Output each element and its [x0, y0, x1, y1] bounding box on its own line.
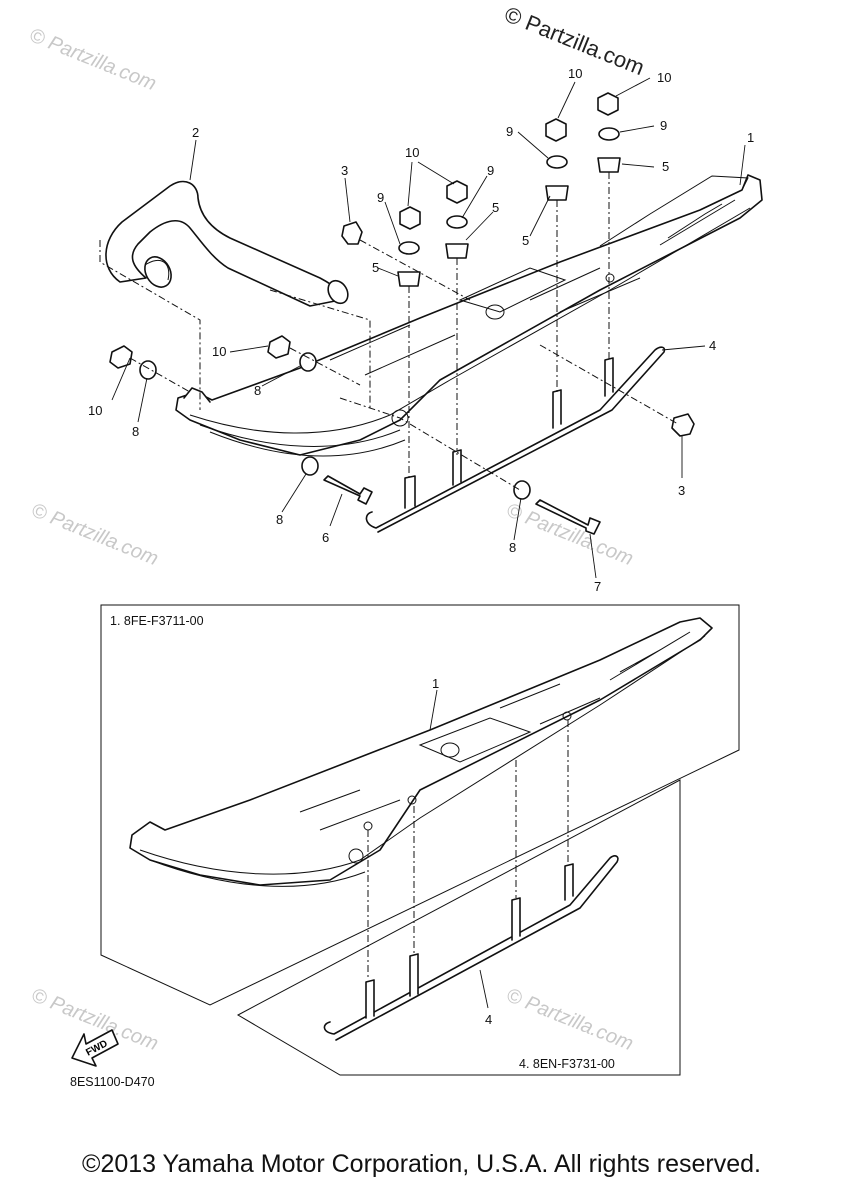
fwd-arrow-icon: FWD: [71, 1029, 119, 1067]
center-lines: [99, 172, 679, 491]
callout-4: 4: [485, 1012, 492, 1027]
callout-5: 5: [372, 260, 379, 275]
callout-4: 4: [709, 338, 716, 353]
watermark-text: © Partzilla.com: [503, 984, 636, 1055]
watermark-text: © Partzilla.com: [26, 24, 159, 95]
watermarks: © Partzilla.com © Partzilla.com © Partzi…: [26, 24, 636, 1055]
exploded-view: 2 1 3 3 4 10 10 10 10 10 5 5 5 5 9 9 9 9…: [88, 66, 763, 594]
callout-5: 5: [492, 200, 499, 215]
inset-ski-label: 1. 8FE-F3711-00: [110, 614, 204, 628]
bolt: [535, 499, 601, 535]
callout-9: 9: [487, 163, 494, 178]
callout-1: 1: [747, 130, 754, 145]
ski-body: [175, 174, 763, 457]
runner-inset-frame: [236, 779, 681, 1076]
callout-3: 3: [341, 163, 348, 178]
leader-line: [429, 689, 438, 731]
callout-10: 10: [88, 403, 102, 418]
callout-10: 10: [405, 145, 419, 160]
copyright-footer: ©2013 Yamaha Motor Corporation, U.S.A. A…: [82, 1150, 761, 1178]
leader-line: [479, 969, 489, 1009]
bolt: [323, 475, 373, 505]
inset-runner-label: 4. 8EN-F3731-00: [519, 1057, 615, 1071]
callout-8: 8: [509, 540, 516, 555]
callout-6: 6: [322, 530, 329, 545]
callout-7: 7: [594, 579, 601, 594]
ski-handle: [105, 180, 349, 307]
diagram-code: 8ES1100-D470: [70, 1075, 155, 1089]
bushing: [341, 221, 695, 437]
washer: [398, 127, 620, 255]
callout-9: 9: [377, 190, 384, 205]
callout-8: 8: [132, 424, 139, 439]
callout-5: 5: [662, 159, 669, 174]
callout-8: 8: [276, 512, 283, 527]
watermark-text: © Partzilla.com: [28, 499, 161, 570]
leader-lines: [111, 77, 746, 579]
callout-2: 2: [192, 125, 199, 140]
callout-3: 3: [678, 483, 685, 498]
callout-10: 10: [568, 66, 582, 81]
ski-inset-frame: [100, 604, 740, 1006]
collar: [397, 157, 621, 287]
callout-5: 5: [522, 233, 529, 248]
assembly-inset: 1. 8FE-F3711-00 4. 8EN-F3731-00: [100, 604, 740, 1076]
callout-10: 10: [212, 344, 226, 359]
callout-10: 10: [657, 70, 671, 85]
callout-8: 8: [254, 383, 261, 398]
nut: [109, 92, 619, 369]
assembled-ski: [129, 617, 713, 887]
callout-9: 9: [506, 124, 513, 139]
callout-9: 9: [660, 118, 667, 133]
callout-1: 1: [432, 676, 439, 691]
callout-labels: 2 1 3 3 4 10 10 10 10 10 5 5 5 5 9 9 9 9…: [88, 66, 754, 594]
watermark-text: © Partzilla.com: [503, 499, 636, 570]
assembled-runner: [323, 855, 619, 1041]
